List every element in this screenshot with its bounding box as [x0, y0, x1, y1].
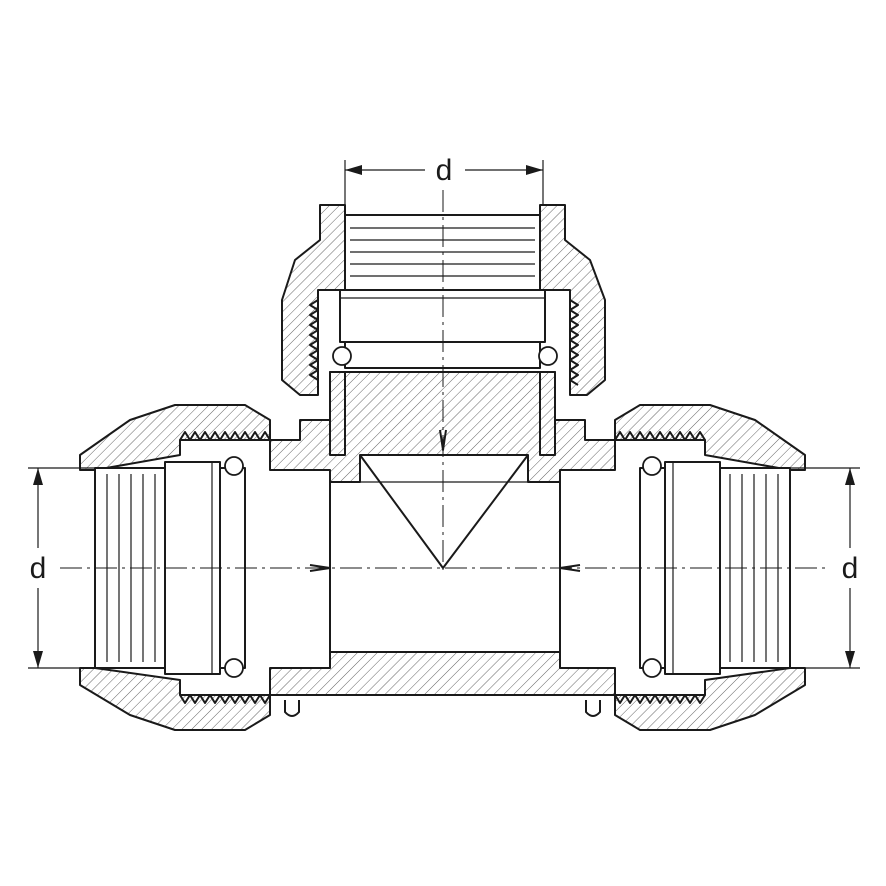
- left-dimension: d: [28, 467, 95, 669]
- bore-mark-left: [309, 564, 331, 572]
- top-dimension-label: d: [436, 154, 453, 187]
- right-oring-top: [642, 456, 662, 476]
- left-dim-arrow-top: [33, 468, 43, 485]
- left-dimension-label: d: [30, 552, 47, 585]
- left-dim-arrow-bottom: [33, 651, 43, 668]
- top-dim-arrow-left: [345, 165, 362, 175]
- top-dimension: d: [344, 154, 544, 205]
- bottom-tab-left: [284, 700, 300, 717]
- top-union-nut: [281, 204, 606, 396]
- right-thread-bottom: [614, 694, 706, 704]
- bottom-tab-right: [585, 700, 601, 717]
- right-union-nut: [614, 404, 806, 731]
- top-thread-left: [309, 299, 319, 381]
- top-thread-right: [569, 299, 579, 386]
- left-nut-top: [79, 404, 271, 471]
- left-oring-bottom: [224, 658, 244, 678]
- top-oring-left: [332, 346, 352, 366]
- right-dimension-label: d: [842, 552, 859, 585]
- top-dim-arrow-right: [526, 165, 543, 175]
- top-nut-right: [539, 204, 606, 396]
- left-thread-bottom: [179, 694, 271, 704]
- run-body-lower: [269, 651, 616, 696]
- right-nut-bottom: [614, 667, 806, 731]
- left-thread-top: [179, 431, 271, 441]
- left-oring-top: [224, 456, 244, 476]
- right-dim-arrow-top: [845, 468, 855, 485]
- branch-wall-right: [539, 371, 556, 456]
- top-oring-right: [538, 346, 558, 366]
- right-dimension: d: [790, 467, 860, 669]
- branch-wall-left: [329, 371, 346, 456]
- right-thread-top: [614, 431, 706, 441]
- left-union-nut: [79, 404, 271, 731]
- right-oring-bottom: [642, 658, 662, 678]
- right-nut-top: [614, 404, 806, 471]
- left-nut-bottom: [79, 667, 271, 731]
- branch-bore-cone: [359, 454, 529, 569]
- right-dim-arrow-bottom: [845, 651, 855, 668]
